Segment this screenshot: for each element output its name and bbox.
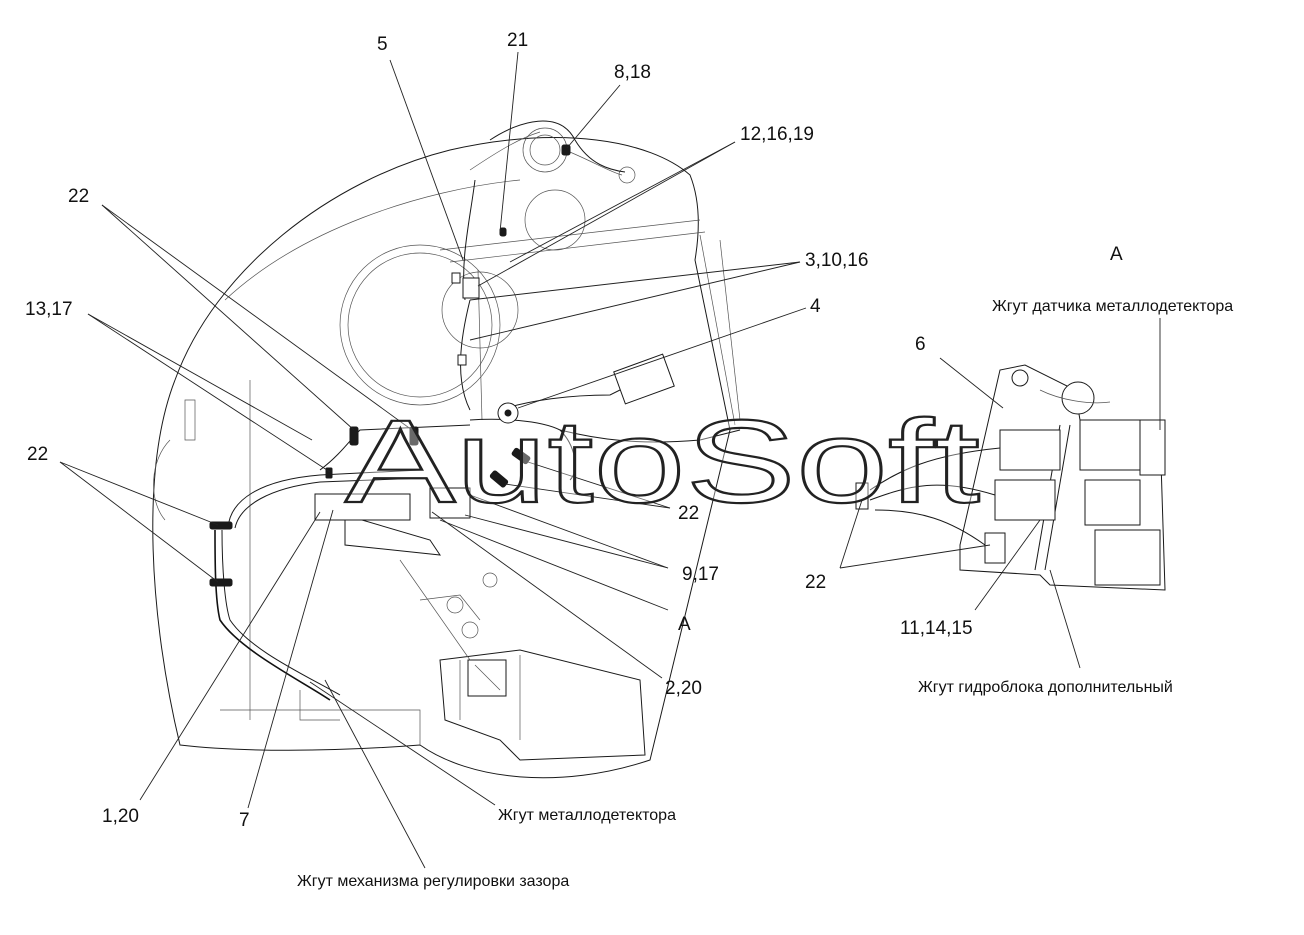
callout-4: 4 bbox=[810, 296, 821, 317]
base-frame bbox=[299, 514, 646, 761]
callout-21: 21 bbox=[507, 30, 528, 51]
watermark: AutoSoft bbox=[345, 396, 980, 528]
callout-22-left: 22 bbox=[27, 444, 48, 465]
callout-12-16-19: 12,16,19 bbox=[740, 124, 814, 145]
caption-hydroblock-extra-harness: Жгут гидроблока дополнительный bbox=[918, 679, 1173, 696]
callout-8-18: 8,18 bbox=[614, 62, 651, 83]
callout-22-mid: 22 bbox=[678, 503, 699, 524]
view-label-a: A bbox=[1110, 244, 1123, 265]
callout-6: 6 bbox=[915, 334, 926, 355]
caption-gap-adjust-harness: Жгут механизма регулировки зазора bbox=[297, 873, 569, 890]
caption-metal-detector-sensor-harness: Жгут датчика металлодетектора bbox=[992, 298, 1233, 315]
clamps bbox=[209, 144, 571, 587]
callout-13-17: 13,17 bbox=[25, 299, 73, 320]
callout-7: 7 bbox=[239, 810, 250, 831]
cable-bundles bbox=[214, 120, 741, 701]
callout-22-top: 22 bbox=[68, 186, 89, 207]
callout-2-20: 2,20 bbox=[665, 678, 702, 699]
callout-labels: 5 21 8,18 12,16,19 22 3,10,16 13,17 4 22… bbox=[25, 30, 1123, 831]
callout-3-10-16: 3,10,16 bbox=[805, 250, 868, 271]
leader-lines bbox=[59, 51, 1161, 869]
caption-metal-detector-harness: Жгут металлодетектора bbox=[498, 807, 676, 824]
callout-5: 5 bbox=[377, 34, 388, 55]
callout-a: A bbox=[678, 614, 691, 635]
captions: Жгут металлодетектора Жгут механизма рег… bbox=[297, 298, 1233, 890]
callout-1-20: 1,20 bbox=[102, 806, 139, 827]
callout-11-14-15: 11,14,15 bbox=[900, 618, 973, 639]
callout-9-17: 9,17 bbox=[682, 564, 719, 585]
callout-22-right: 22 bbox=[805, 572, 826, 593]
